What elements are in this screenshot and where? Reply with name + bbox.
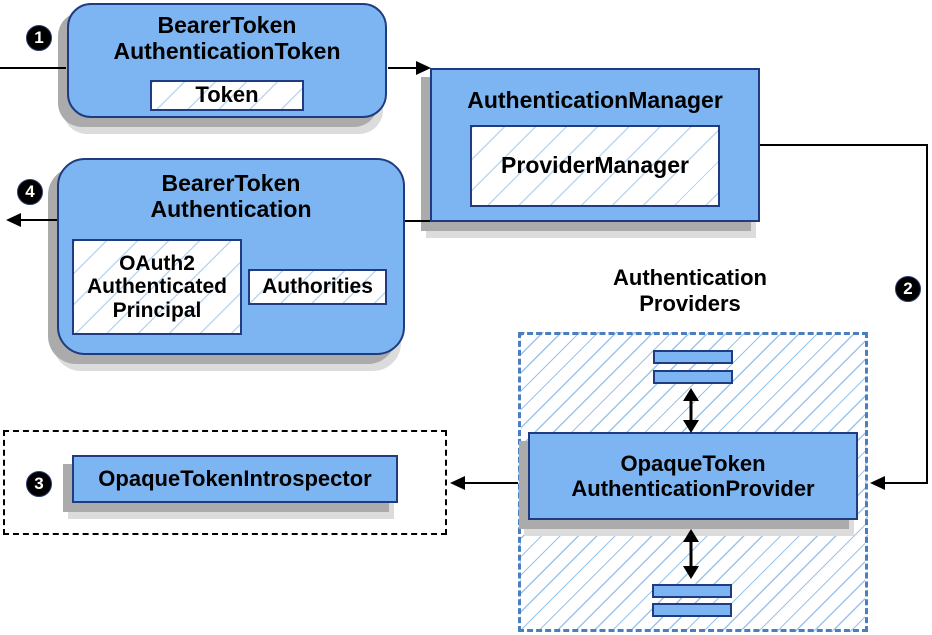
oauth2-authenticated-principal-chip: OAuth2 Authenticated Principal [72,239,242,335]
authentication-providers-label: Authentication Providers [613,265,767,317]
authorities-chip: Authorities [248,269,387,305]
step-1-badge: 1 [26,25,52,51]
opaque-token-authentication-provider-box: OpaqueToken AuthenticationProvider [528,432,858,520]
opaque-token-authentication-provider-title: OpaqueToken AuthenticationProvider [571,450,815,501]
provider-placeholder-bar [652,584,732,598]
provider-placeholder-bar [652,603,732,617]
arrowhead-right [416,61,431,75]
provider-placeholder-bar [653,370,733,384]
token-label: Token [195,82,259,108]
provider-manager-label: ProviderManager [501,152,689,179]
bearer-token-authentication-token-title: BearerToken AuthenticationToken [113,12,341,65]
bearer-token-authentication-box: BearerToken Authentication OAuth2 Authen… [57,158,405,355]
bearer-token-authentication-title: BearerToken Authentication [150,170,312,223]
opaque-token-introspector-container [3,430,447,535]
arrowhead-left [450,476,465,490]
step-2-badge: 2 [895,276,921,302]
authorities-label: Authorities [262,275,373,299]
arrowhead-left [870,476,885,490]
provider-manager-chip: ProviderManager [470,125,720,207]
token-chip: Token [150,80,304,111]
arrowhead-left [6,213,21,227]
authentication-manager-title: AuthenticationManager [467,87,723,113]
step-4-badge: 4 [17,179,43,205]
step-3-badge: 3 [26,471,52,497]
oauth2-authenticated-principal-label: OAuth2 Authenticated Principal [86,252,227,322]
authentication-manager-box: AuthenticationManager ProviderManager [430,68,760,222]
provider-placeholder-bar [653,350,733,364]
opaque-token-introspector-title: OpaqueTokenIntrospector [98,466,372,492]
bearer-token-authentication-token-box: BearerToken AuthenticationToken Token [67,3,387,118]
opaque-token-introspector-box: OpaqueTokenIntrospector [72,455,398,503]
